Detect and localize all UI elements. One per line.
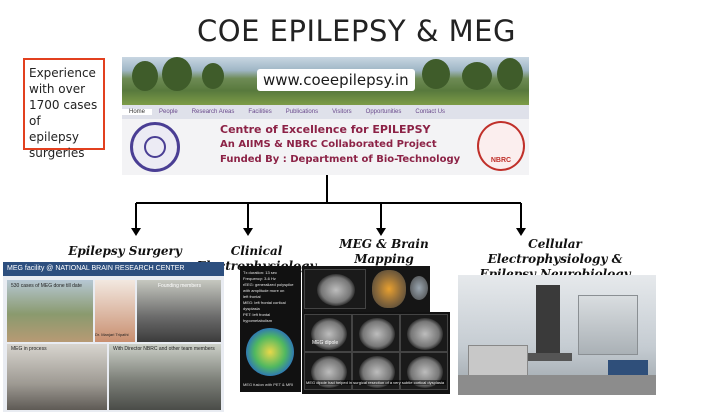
brain-3d-icon	[372, 270, 406, 308]
website-url[interactable]: www.coeepilepsy.in	[257, 69, 415, 91]
founding-members-photo	[137, 280, 221, 342]
meg-facility-collage: MEG facility @ NATIONAL BRAIN RESEARCH C…	[3, 262, 224, 412]
branch-label-epilepsy-surgery: Epilepsy Surgery	[68, 244, 182, 258]
banner-line-3: Funded By : Department of Bio-Technology	[220, 154, 461, 165]
fusion-caption: MEG fusion with PET & MRI	[243, 382, 294, 387]
nav-item-research-areas[interactable]: Research Areas	[191, 109, 235, 115]
nav-item-contact-us[interactable]: Contact Us	[415, 109, 446, 115]
collage-header: MEG facility @ NATIONAL BRAIN RESEARCH C…	[3, 262, 224, 276]
building-photo	[7, 280, 93, 342]
manipulator-rig	[578, 295, 638, 355]
microscope-icon	[536, 285, 560, 355]
aiims-emblem-icon	[130, 122, 180, 172]
experience-line: epilepsy	[29, 130, 80, 144]
portrait-photo	[95, 280, 135, 342]
experience-callout: Experience with over 1700 cases of epile…	[23, 58, 105, 160]
nav-item-facilities[interactable]: Facilities	[248, 109, 272, 115]
campus-photo: www.coeepilepsy.in	[122, 57, 529, 105]
lab-microscope-photo	[458, 275, 656, 395]
experience-line: with over	[29, 82, 86, 96]
page-title: COE EPILEPSY & MEG	[197, 14, 516, 48]
nav-item-publications[interactable]: Publications	[285, 109, 319, 115]
nbrc-logo-icon: NBRC	[477, 121, 525, 171]
website-nav: Home People Research Areas Facilities Pu…	[122, 105, 529, 119]
brain-side-icon	[410, 276, 428, 300]
experience-line: surgeries	[29, 146, 85, 160]
nav-item-opportunities[interactable]: Opportunities	[365, 109, 402, 115]
nav-item-visitors[interactable]: Visitors	[332, 109, 352, 115]
brain-heatmap-icon	[246, 328, 294, 376]
meg-dipole-label: MEG dipole	[312, 340, 339, 346]
meg-mapping-bottom: MEG dipole MEG dipole had helped in surg…	[302, 312, 450, 394]
collage-caption: 530 cases of MEG done till date	[11, 283, 82, 289]
team-photo	[109, 344, 221, 410]
experience-line: Experience	[29, 66, 96, 80]
clinical-eeg-panel: Tx duration: 13 sec Frequency: 3-6 Hz rE…	[240, 266, 301, 392]
collage-caption: With Director NBRC and other team member…	[113, 346, 215, 352]
banner-line-2: An AIIMS & NBRC Collaborated Project	[220, 139, 437, 150]
nav-item-home[interactable]: Home	[122, 109, 153, 115]
branch-label-meg-brain-mapping: MEG & Brain Mapping	[339, 237, 429, 266]
eeg-findings: Tx duration: 13 sec Frequency: 3-6 Hz rE…	[243, 270, 294, 323]
nav-item-people[interactable]: People	[159, 109, 178, 115]
collage-caption: Founding members	[158, 283, 202, 289]
lab-bench	[458, 375, 656, 395]
meg-in-process-photo	[7, 344, 107, 410]
banner-line-1: Centre of Excellence for EPILEPSY	[220, 123, 431, 136]
dipole-caption: MEG dipole had helped in surgical resect…	[306, 380, 446, 385]
banner-body: Centre of Excellence for EPILEPSY An AII…	[122, 119, 529, 175]
meg-mapping-top	[302, 266, 430, 312]
experience-line: 1700 cases of	[29, 98, 98, 128]
portrait-caption: Dr. Manjari Tripathi	[95, 332, 129, 337]
collage-caption: MEG in process	[11, 346, 47, 352]
website-banner: www.coeepilepsy.in Home People Research …	[122, 57, 529, 175]
